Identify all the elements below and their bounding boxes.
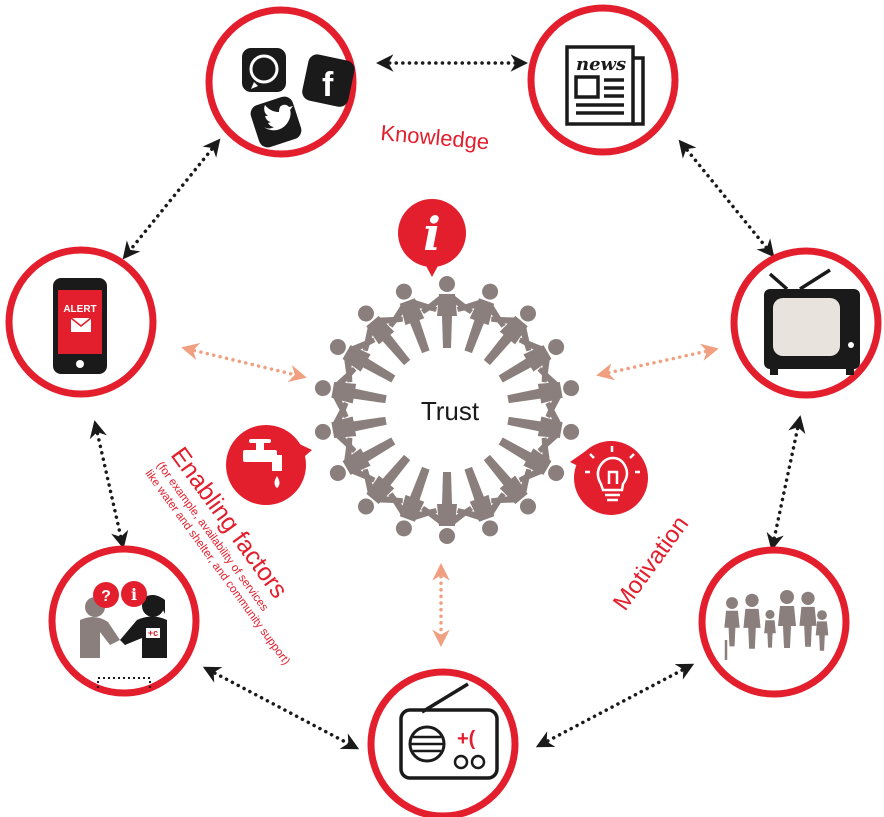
arrow-tv-family bbox=[766, 415, 806, 551]
ring-person bbox=[483, 305, 536, 366]
svg-text:i: i bbox=[131, 585, 137, 604]
info-bubble-icon: i bbox=[398, 199, 466, 277]
svg-text:+(: +( bbox=[457, 728, 476, 750]
ring-person bbox=[358, 305, 411, 366]
newspaper-masthead: news bbox=[576, 54, 626, 75]
arrow-family-radio bbox=[535, 663, 695, 748]
ring-person bbox=[421, 472, 473, 544]
ring-person bbox=[483, 454, 536, 515]
ring-person bbox=[421, 276, 473, 348]
exchange-arrow-icon bbox=[97, 677, 151, 688]
arrow-tv-trust bbox=[596, 343, 719, 381]
alert-text: ALERT bbox=[63, 304, 96, 315]
ring-person bbox=[314, 401, 387, 453]
whatsapp-icon bbox=[242, 48, 286, 92]
ring-person bbox=[498, 337, 565, 383]
radio-icon: +( bbox=[399, 682, 499, 780]
ring-person bbox=[388, 466, 438, 537]
node-community bbox=[698, 546, 850, 698]
inner-connections bbox=[181, 342, 719, 647]
svg-text:i: i bbox=[423, 207, 440, 261]
arrow-phone-trust bbox=[181, 342, 307, 383]
svg-text:?: ? bbox=[101, 588, 111, 605]
outer-connections bbox=[89, 54, 806, 750]
newspaper-icon bbox=[565, 45, 645, 126]
ring-person bbox=[456, 283, 506, 354]
node-radio: +( bbox=[367, 668, 519, 817]
motivation-label: Motivation bbox=[608, 511, 694, 615]
family-icon bbox=[724, 590, 829, 660]
ring-person bbox=[329, 337, 396, 383]
question-info-bubbles-icon: ? i bbox=[93, 581, 147, 608]
arrow-social-phone bbox=[122, 138, 221, 260]
ring-person bbox=[388, 283, 438, 354]
trust-label: Trust bbox=[421, 396, 480, 426]
ring-person bbox=[507, 367, 580, 419]
ring-person bbox=[314, 367, 387, 419]
ring-center bbox=[395, 358, 499, 462]
node-social-media: f bbox=[205, 6, 357, 158]
ring-person bbox=[498, 437, 565, 483]
svg-text:+c: +c bbox=[148, 628, 158, 638]
lightbulb-icon bbox=[570, 441, 648, 515]
twitter-icon bbox=[250, 96, 302, 148]
arrow-handshake-radio bbox=[202, 666, 360, 750]
svg-text:f: f bbox=[322, 66, 334, 104]
node-face-to-face: +c ? i bbox=[48, 545, 200, 697]
arrow-newspaper-tv bbox=[678, 139, 775, 258]
people-ring bbox=[314, 276, 580, 544]
facebook-icon: f bbox=[302, 54, 355, 107]
node-newspaper: news bbox=[527, 4, 679, 156]
tv-icon bbox=[764, 268, 860, 375]
arrow-phone-handshake bbox=[89, 420, 129, 549]
phone-alert-icon bbox=[53, 278, 107, 374]
handshake-icon: +c bbox=[80, 595, 167, 658]
node-mobile-alert: ALERT bbox=[5, 246, 157, 398]
ring-person bbox=[507, 401, 580, 453]
knowledge-label: Knowledge bbox=[380, 120, 491, 154]
ring-person bbox=[358, 454, 411, 515]
node-television bbox=[730, 247, 882, 399]
water-tap-icon bbox=[226, 425, 312, 505]
ring-person bbox=[329, 437, 396, 483]
